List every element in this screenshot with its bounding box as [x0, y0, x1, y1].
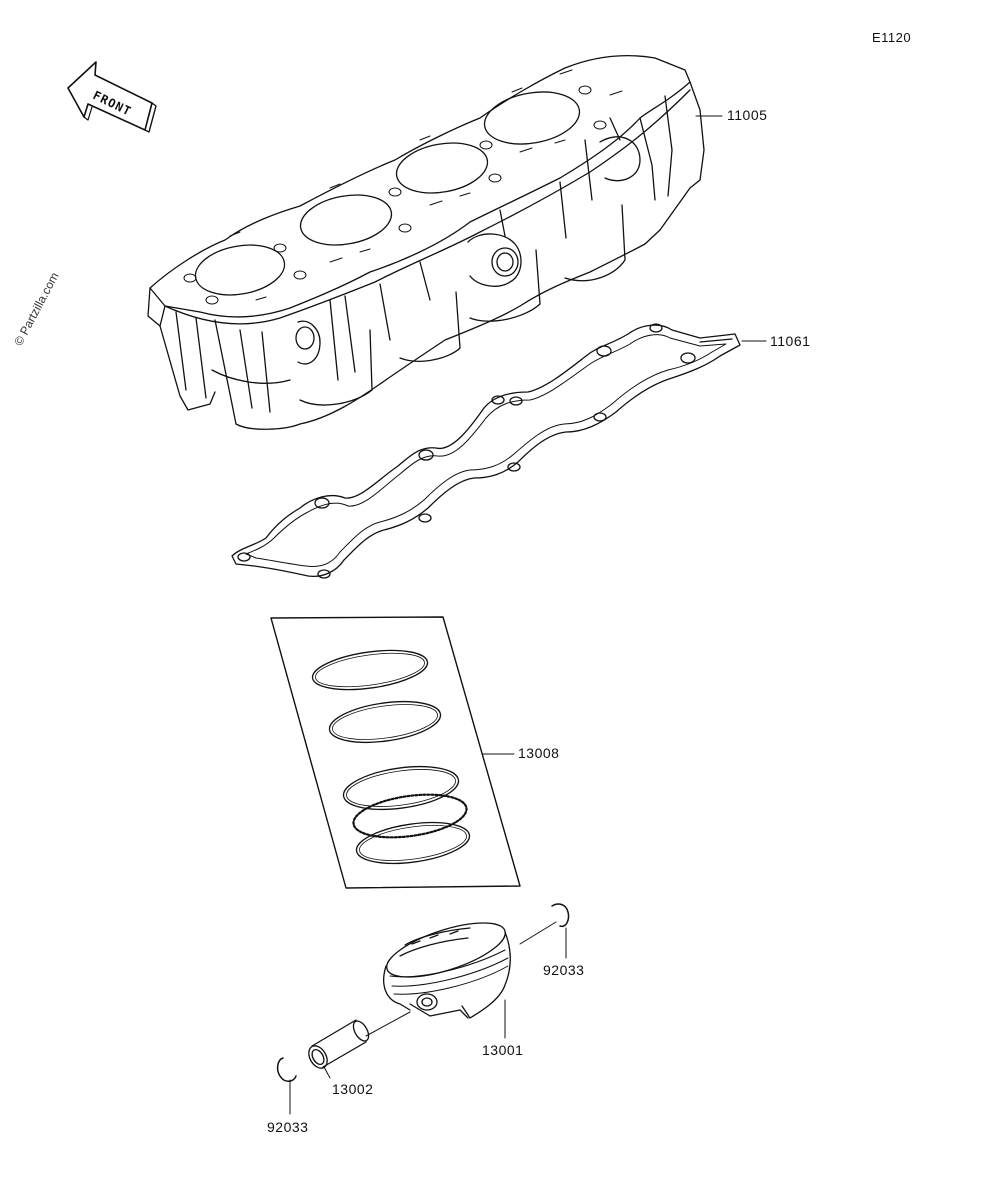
- cylinder-block: [147, 54, 705, 430]
- piston-pin: [308, 1019, 370, 1069]
- front-arrow-label: FRONT: [91, 88, 134, 119]
- snap-ring-lower: [276, 1057, 297, 1082]
- piston: [383, 922, 511, 1019]
- part-label-ring-set[interactable]: 13008: [518, 745, 560, 761]
- part-label-piston[interactable]: 13001: [482, 1042, 524, 1058]
- leader-lines: [289, 115, 767, 1115]
- part-label-gasket[interactable]: 11061: [770, 333, 811, 349]
- snap-ring-upper: [551, 903, 570, 928]
- part-label-cylinder[interactable]: 11005: [727, 107, 768, 123]
- part-label-snap-ring-lower[interactable]: 92033: [267, 1119, 309, 1135]
- piston-ring-set: [270, 616, 521, 889]
- cylinder-gasket: [231, 323, 741, 579]
- front-arrow-icon: [67, 61, 157, 133]
- part-label-snap-ring-upper[interactable]: 92033: [543, 962, 585, 978]
- part-label-piston-pin[interactable]: 13002: [332, 1081, 374, 1097]
- diagram-code: E1120: [872, 30, 912, 45]
